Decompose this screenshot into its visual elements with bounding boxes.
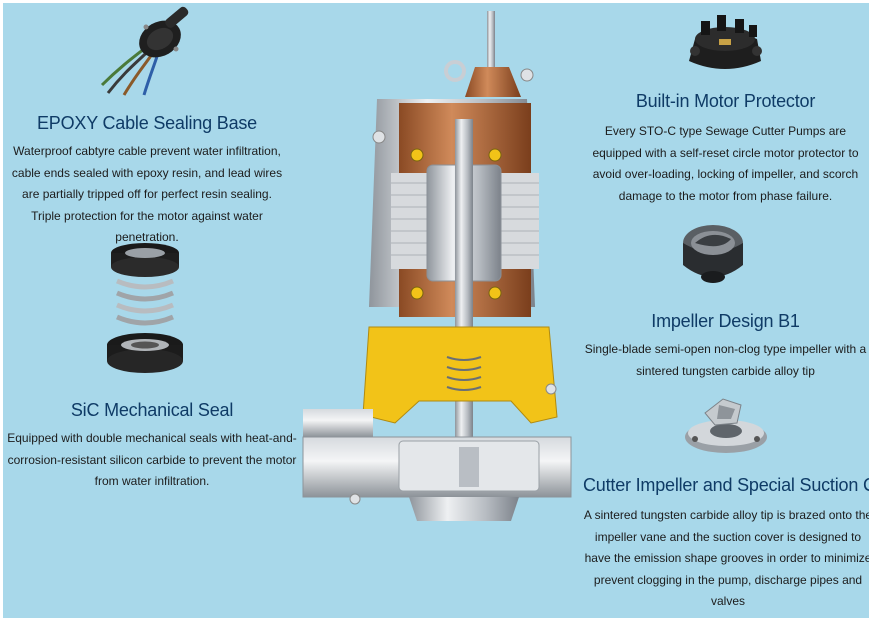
- cable-sealing-base-image: [98, 5, 198, 97]
- cable-sealing-description: Waterproof cabtyre cable prevent water i…: [11, 144, 283, 244]
- cutter-description: A sintered tungsten carbide alloy tip is…: [583, 508, 869, 608]
- motor-protector-section: Built-in Motor Protector Every STO-C typ…: [583, 91, 868, 207]
- seal-description: Equipped with double mechanical seals wi…: [7, 431, 297, 488]
- product-feature-page: EPOXY Cable Sealing Base Waterproof cabt…: [3, 3, 869, 618]
- cable-sealing-section: EPOXY Cable Sealing Base Waterproof cabt…: [7, 113, 287, 249]
- motor-protector-image: [679, 11, 771, 85]
- impeller-title: Impeller Design B1: [651, 311, 800, 331]
- impeller-image: [681, 221, 745, 295]
- impeller-description: Single-blade semi-open non-clog type imp…: [584, 342, 867, 378]
- cutter-title: Cutter Impeller and Special Suction Cove…: [583, 475, 869, 495]
- pump-cutaway-illustration: [299, 7, 579, 527]
- cutter-section: Cutter Impeller and Special Suction Cove…: [583, 475, 869, 613]
- motor-protector-description: Every STO-C type Sewage Cutter Pumps are…: [592, 124, 859, 203]
- mechanical-seal-image: [103, 241, 187, 376]
- seal-section: SiC Mechanical Seal Equipped with double…: [7, 400, 297, 493]
- motor-protector-title: Built-in Motor Protector: [635, 91, 816, 111]
- suction-cover-image: [683, 393, 769, 457]
- impeller-section: Impeller Design B1 Single-blade semi-ope…: [583, 311, 868, 382]
- cable-sealing-title: EPOXY Cable Sealing Base: [36, 113, 257, 133]
- seal-title: SiC Mechanical Seal: [70, 400, 234, 420]
